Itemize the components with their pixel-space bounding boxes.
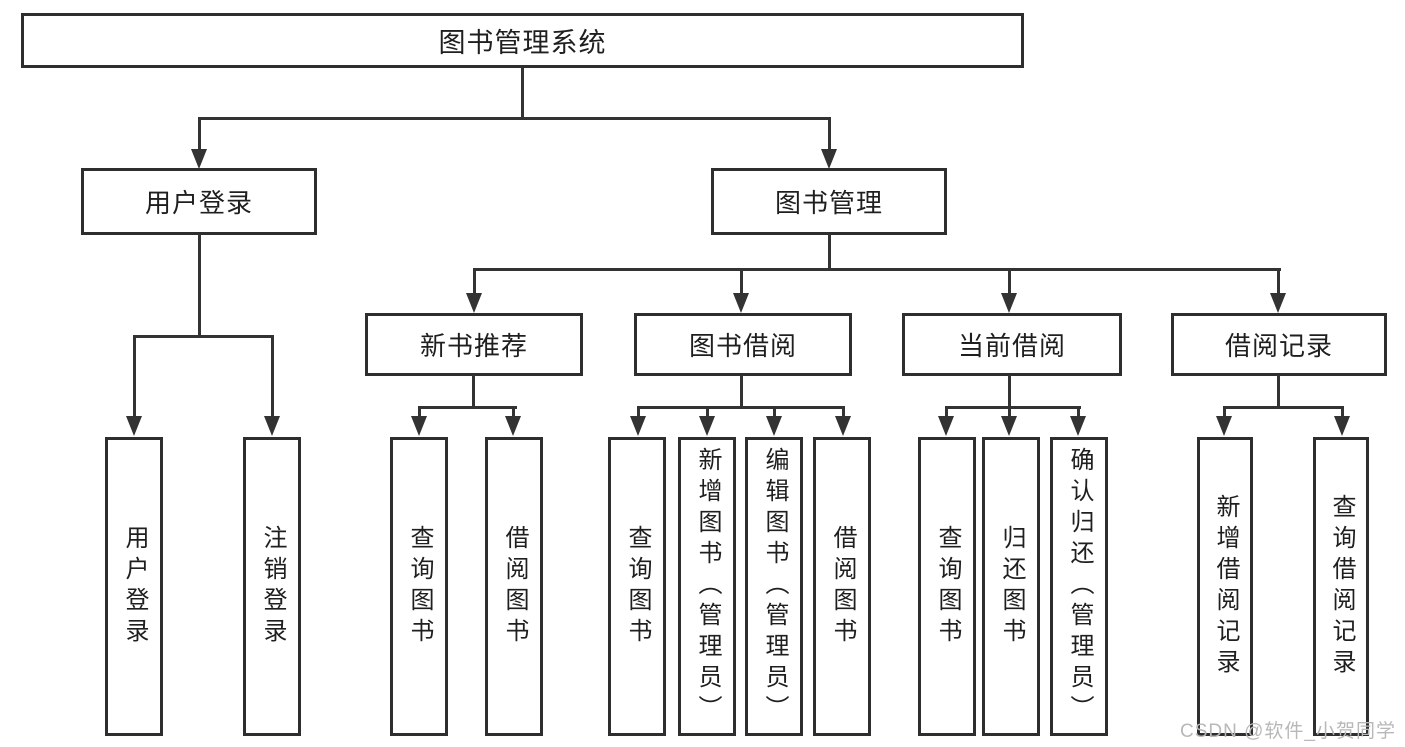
connector-borrowing-rail <box>637 406 845 409</box>
arrow-down-icon <box>1216 416 1232 436</box>
connector-records-shaft-1 <box>1223 406 1226 418</box>
leaf-query-books-borrowing: 查询图书 <box>608 437 666 736</box>
connector-bookmgmt-shaft-4 <box>1277 268 1280 294</box>
connector-bookmgmt-shaft-1 <box>473 268 476 294</box>
arrow-down-icon <box>466 293 482 313</box>
node-label: 新书推荐 <box>419 331 528 361</box>
arrow-down-icon <box>264 416 280 436</box>
leaf-logout: 注销登录 <box>243 437 301 736</box>
node-label: 借阅图书 <box>829 524 856 649</box>
node-label: 用户登录 <box>121 524 148 649</box>
arrow-down-icon <box>766 416 782 436</box>
node-label: 编辑图书（管理员） <box>761 447 788 726</box>
connector-records-stub <box>1277 375 1280 409</box>
leaf-return-books: 归还图书 <box>982 437 1040 736</box>
arrow-down-icon <box>411 416 427 436</box>
connector-records-rail <box>1223 406 1344 409</box>
connector-bookmgmt-shaft-3 <box>1008 268 1011 294</box>
connector-borrowing-shaft-3 <box>773 406 776 418</box>
connector-userlogin-stub <box>198 234 201 338</box>
leaf-query-borrow-record: 查询借阅记录 <box>1313 437 1369 736</box>
connector-current-shaft-1 <box>945 406 948 418</box>
arrow-down-icon <box>733 293 749 313</box>
connector-recommend-stub <box>472 375 475 409</box>
connector-borrowing-shaft-2 <box>706 406 709 418</box>
node-borrow-records: 借阅记录 <box>1171 313 1387 376</box>
node-label: 查询图书 <box>624 524 651 649</box>
arrow-down-icon <box>821 149 837 169</box>
connector-current-shaft-2 <box>1008 406 1011 418</box>
leaf-borrow-books-borrowing: 借阅图书 <box>813 437 871 736</box>
arrow-down-icon <box>505 416 521 436</box>
leaf-query-books-current: 查询图书 <box>918 437 976 736</box>
node-label: 新增借阅记录 <box>1212 493 1239 680</box>
node-label: 确认归还（管理员） <box>1066 447 1093 726</box>
node-label: 新增图书（管理员） <box>694 447 721 726</box>
node-label: 借阅图书 <box>501 524 528 649</box>
connector-l1-shaft-left <box>198 117 201 153</box>
node-new-book-recommend: 新书推荐 <box>365 313 583 376</box>
leaf-edit-books-admin: 编辑图书（管理员） <box>745 437 803 736</box>
connector-borrowing-stub <box>740 375 743 409</box>
connector-current-rail <box>945 406 1081 409</box>
connector-recommend-rail <box>418 406 517 409</box>
arrow-down-icon <box>699 416 715 436</box>
connector-userlogin-shaft-2 <box>271 335 274 417</box>
csdn-watermark: CSDN @软件_小贺同学 <box>1180 721 1396 742</box>
node-label: 注销登录 <box>259 524 286 649</box>
connector-recommend-shaft-1 <box>418 406 421 418</box>
arrow-down-icon <box>1001 416 1017 436</box>
connector-recommend-shaft-2 <box>512 406 515 418</box>
leaf-query-books-recommend: 查询图书 <box>390 437 448 736</box>
connector-root-stub <box>521 68 524 119</box>
node-label: 查询图书 <box>934 524 961 649</box>
arrow-down-icon <box>1334 416 1350 436</box>
connector-current-shaft-3 <box>1077 406 1080 418</box>
arrow-down-icon <box>1001 293 1017 313</box>
arrow-down-icon <box>1270 293 1286 313</box>
leaf-confirm-return-admin: 确认归还（管理员） <box>1050 437 1108 736</box>
connector-l1-rail <box>198 117 831 120</box>
node-library-management-system: 图书管理系统 <box>21 13 1024 68</box>
node-label: 归还图书 <box>998 524 1025 649</box>
node-book-management: 图书管理 <box>711 168 947 235</box>
node-book-borrowing: 图书借阅 <box>634 313 852 376</box>
connector-borrowing-shaft-1 <box>637 406 640 418</box>
connector-userlogin-shaft-1 <box>133 335 136 417</box>
connector-userlogin-rail <box>133 335 274 338</box>
connector-l1-shaft-right <box>828 117 831 153</box>
leaf-user-login: 用户登录 <box>105 437 163 736</box>
connector-records-shaft-2 <box>1341 406 1344 418</box>
node-current-borrowing: 当前借阅 <box>902 313 1122 376</box>
connector-current-stub <box>1008 375 1011 409</box>
arrow-down-icon <box>835 416 851 436</box>
arrow-down-icon <box>1070 416 1086 436</box>
arrow-down-icon <box>191 149 207 169</box>
arrow-down-icon <box>630 416 646 436</box>
arrow-down-icon <box>938 416 954 436</box>
connector-bookmgmt-rail <box>473 268 1281 271</box>
arrow-down-icon <box>126 416 142 436</box>
leaf-borrow-books-recommend: 借阅图书 <box>485 437 543 736</box>
leaf-add-borrow-record: 新增借阅记录 <box>1197 437 1253 736</box>
leaf-add-books-admin: 新增图书（管理员） <box>678 437 736 736</box>
node-label: 图书借阅 <box>688 331 797 361</box>
node-label: 查询借阅记录 <box>1328 493 1355 680</box>
connector-borrowing-shaft-4 <box>842 406 845 418</box>
node-label: 借阅记录 <box>1224 331 1333 361</box>
node-label: 用户登录 <box>144 188 253 218</box>
node-label: 查询图书 <box>406 524 433 649</box>
node-label: 当前借阅 <box>957 331 1066 361</box>
node-label: 图书管理 <box>774 188 883 218</box>
node-user-login: 用户登录 <box>81 168 317 235</box>
connector-bookmgmt-shaft-2 <box>740 268 743 294</box>
node-label: 图书管理系统 <box>438 28 607 58</box>
connector-bookmgmt-stub <box>828 234 831 271</box>
